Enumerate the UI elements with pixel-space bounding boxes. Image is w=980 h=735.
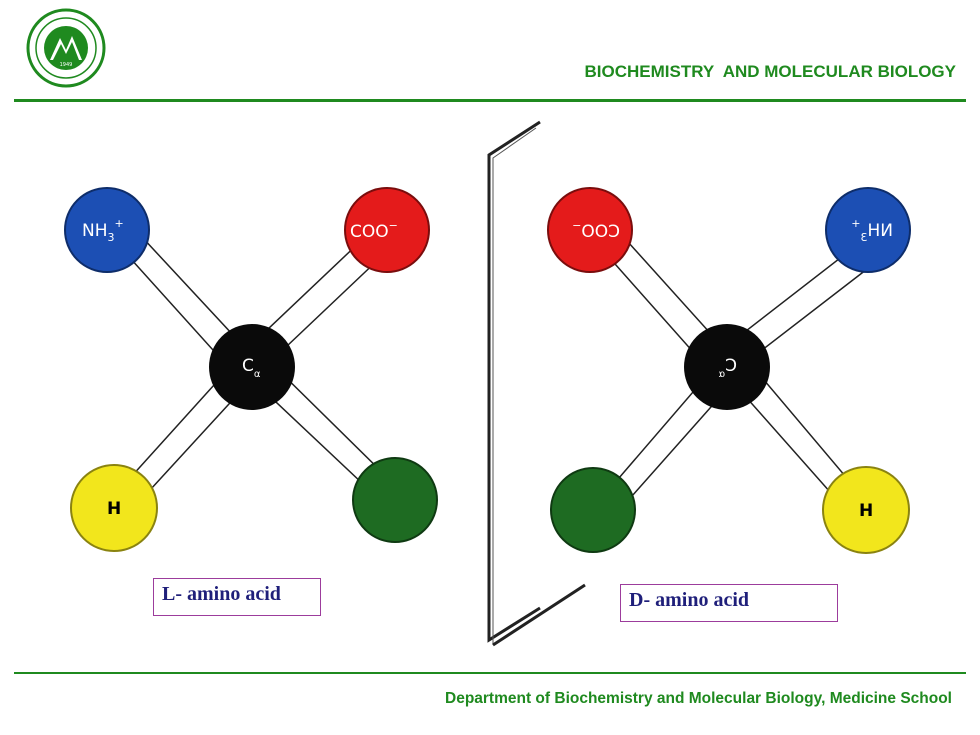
d-r-group-atom [550,467,636,553]
d-coo-atom [547,187,633,273]
d-carbon-atom [684,324,770,410]
l-carbon-atom [209,324,295,410]
footer-divider [14,672,966,674]
d-carbon-label: Cα [718,356,737,380]
l-carbon-label: Cα [242,356,261,380]
university-logo: 1949 [20,8,116,88]
l-coo-label: COO− [350,219,398,242]
l-h-label: H [107,499,121,519]
l-h-atom [70,464,158,552]
d-coo-label: COO− [572,219,620,242]
d-nh3-atom [825,187,911,273]
d-nh3-label: NH3+ [851,217,893,244]
d-h-label: H [859,501,873,521]
d-h-atom [822,466,910,554]
svg-text:1949: 1949 [60,62,73,68]
l-r-group-atom [352,457,438,543]
mirror-plane [487,120,586,647]
footer-text: Department of Biochemistry and Molecular… [445,690,952,707]
l-amino-acid-caption: L- amino acid [153,578,321,616]
header-divider [14,99,966,102]
header-title: BIOCHEMISTRY AND MOLECULAR BIOLOGY [584,62,957,81]
d-amino-acid-caption: D- amino acid [620,584,838,622]
l-nh3-label: NH3+ [82,217,124,244]
l-nh3-atom [64,187,150,273]
l-coo-atom [344,187,430,273]
chirality-diagram: NH3+ COO− Cα H COO− NH3+ Cα H [64,120,911,647]
